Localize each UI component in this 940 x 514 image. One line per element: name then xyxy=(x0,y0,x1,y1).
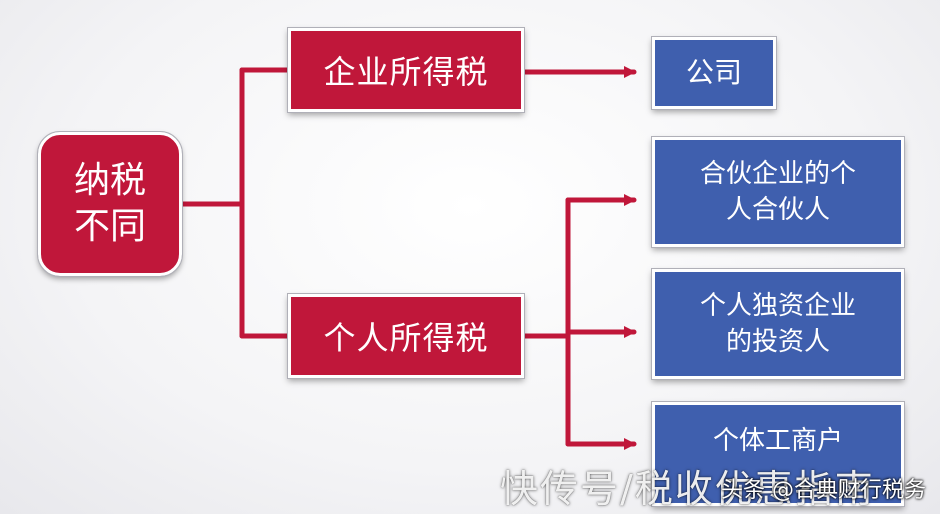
watermark-credit: 头条 @合典财行税务 xyxy=(721,478,926,503)
individual-income-tax-label: 个人所得税 xyxy=(323,319,489,357)
individual-business-node: 个体工商户 xyxy=(651,401,905,507)
sole-proprietorship-line-2: 的投资人 xyxy=(725,327,830,357)
partnership-line-1: 合伙企业的个 xyxy=(699,159,856,189)
watermark-area: 快传号/税收优惠指南 头条 @合典财行税务 xyxy=(500,458,940,514)
root-node-tax-difference: 纳税 不同 xyxy=(37,131,183,277)
corporate-income-tax-node: 企业所得税 xyxy=(287,27,525,113)
individual-business-label: 个体工商户 xyxy=(712,426,843,456)
partnership-node: 合伙企业的个 人合伙人 xyxy=(651,136,905,248)
individual-income-tax-node: 个人所得税 xyxy=(287,293,525,379)
company-label: 公司 xyxy=(685,56,742,89)
root-line-1: 纳税 xyxy=(73,160,146,201)
company-node: 公司 xyxy=(651,36,777,110)
partnership-line-2: 人合伙人 xyxy=(725,195,830,225)
root-line-2: 不同 xyxy=(73,206,146,247)
sole-proprietorship-node: 个人独资企业 的投资人 xyxy=(651,268,905,380)
sole-proprietorship-line-1: 个人独资企业 xyxy=(699,291,856,321)
corporate-income-tax-label: 企业所得税 xyxy=(323,53,489,91)
watermark-main: 快传号/税收优惠指南 xyxy=(500,467,875,511)
